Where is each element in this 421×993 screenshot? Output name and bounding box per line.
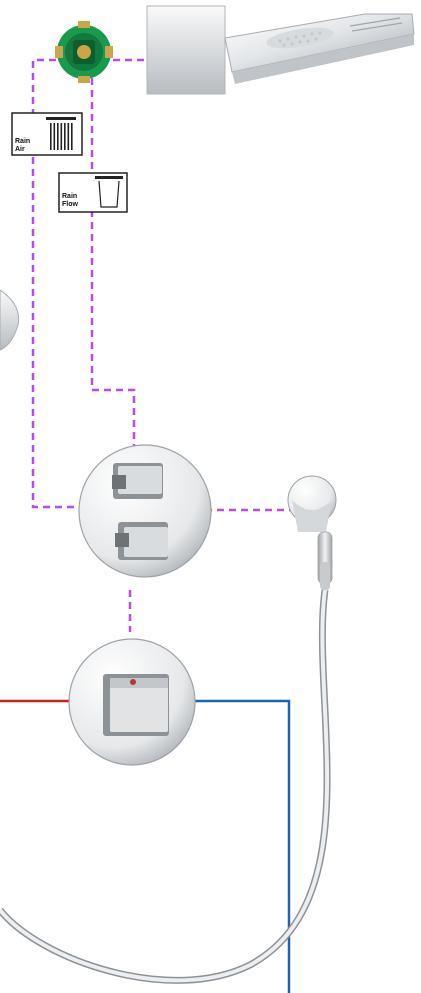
lower-handle-icon: [115, 522, 168, 560]
legend-rain-air-box: Rain Air: [11, 112, 83, 156]
hand-shower-icon: [317, 531, 333, 590]
shut-off-trim-icon: [78, 444, 212, 578]
overhead-shower-icon: [146, 5, 415, 95]
rain-air-spray-icon: [46, 117, 76, 150]
legend-rain-flow-box: Rain Flow: [58, 172, 128, 213]
connection-lines: [31, 58, 296, 632]
wall-outlet-icon: [287, 475, 337, 532]
shower-hose-icon: [0, 589, 331, 984]
cold-water-line: [193, 699, 291, 993]
thermostat-trim-icon: [68, 638, 196, 766]
legend-rain-flow-label: Rain Flow: [62, 193, 79, 208]
legend-rain-air-label: Rain Air: [15, 138, 32, 153]
upper-handle-icon: [112, 463, 163, 499]
rain-flow-spray-icon: [95, 176, 123, 208]
ibox-valve-icon: [55, 21, 113, 83]
partial-showerhead-icon: [0, 289, 20, 351]
